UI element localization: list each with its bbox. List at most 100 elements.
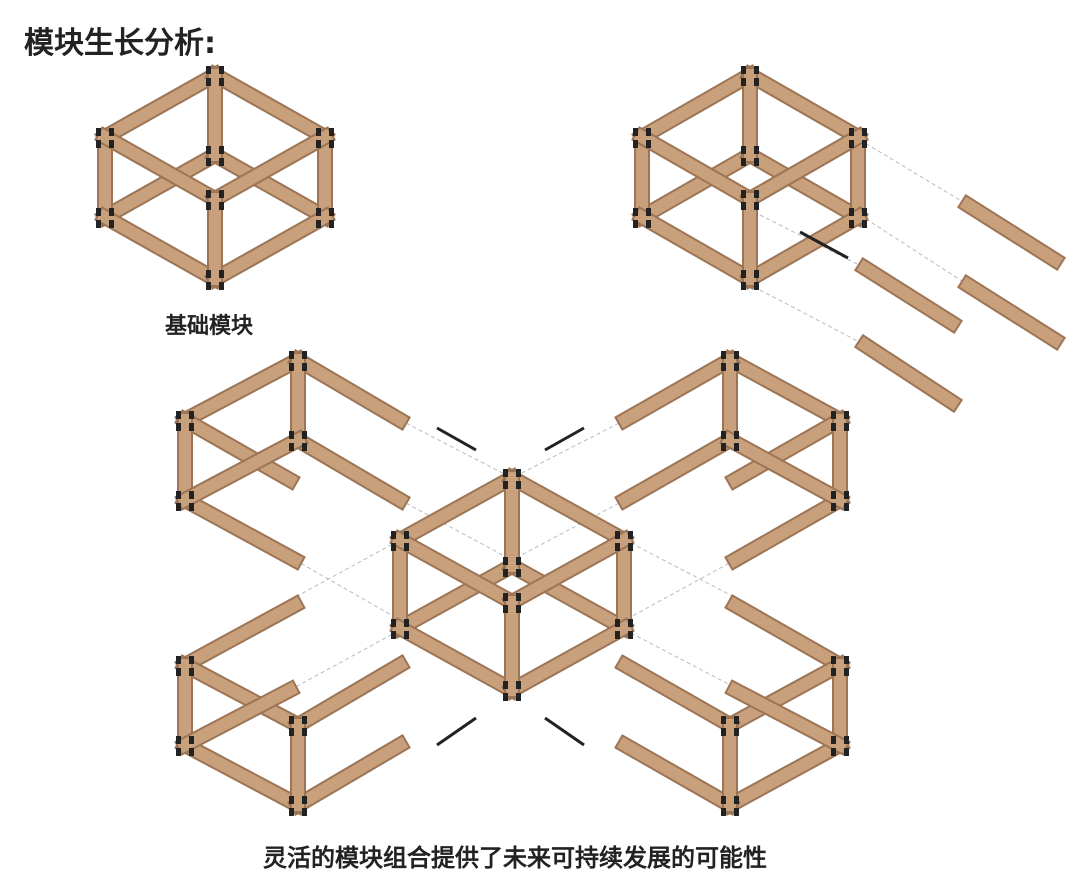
connector-icon xyxy=(734,728,739,736)
connector-icon xyxy=(734,351,739,359)
beam xyxy=(391,619,521,699)
connector-icon xyxy=(404,531,409,539)
connector-icon xyxy=(741,270,746,278)
basic-module-caption: 基础模块 xyxy=(165,314,254,339)
beam xyxy=(503,469,633,549)
connector-icon xyxy=(615,631,620,639)
connector-icon xyxy=(302,351,307,359)
connector-icon xyxy=(219,190,224,198)
connector-icon xyxy=(831,736,836,744)
connector-icon xyxy=(628,543,633,551)
connector-icon xyxy=(206,190,211,198)
guide-line xyxy=(624,559,736,621)
connector-icon xyxy=(734,443,739,451)
connector-icon xyxy=(754,190,759,198)
guide-line xyxy=(289,539,401,601)
connector-icon xyxy=(189,491,194,499)
connector-icon xyxy=(96,208,101,216)
connector-icon xyxy=(189,656,194,664)
connector-icon xyxy=(302,808,307,816)
guide-line xyxy=(624,629,741,691)
connector-icon xyxy=(176,668,181,676)
connector-icon xyxy=(109,208,114,216)
connector-icon xyxy=(316,208,321,216)
connector-icon xyxy=(503,593,508,601)
connector-icon xyxy=(849,220,854,228)
connector-icon xyxy=(329,140,334,148)
guide-line xyxy=(399,419,513,479)
beam xyxy=(741,128,867,208)
connector-icon xyxy=(189,423,194,431)
connector-icon xyxy=(721,796,726,804)
connector-icon xyxy=(628,619,633,627)
connector-icon xyxy=(189,736,194,744)
beam xyxy=(616,351,739,429)
connector-icon xyxy=(862,128,867,136)
connector-icon xyxy=(721,728,726,736)
connector-icon xyxy=(316,220,321,228)
connector-icon xyxy=(831,411,836,419)
connector-icon xyxy=(849,208,854,216)
beam xyxy=(289,431,409,509)
guide-line xyxy=(759,289,866,346)
connector-icon xyxy=(503,681,508,689)
beam xyxy=(633,146,759,226)
connector-icon xyxy=(289,351,294,359)
connector-icon xyxy=(206,282,211,290)
beam xyxy=(96,146,224,226)
beam xyxy=(503,531,633,611)
beam xyxy=(741,66,867,146)
connector-icon xyxy=(206,270,211,278)
connector-icon xyxy=(189,748,194,756)
arrow-icon xyxy=(544,426,585,452)
connector-icon xyxy=(302,431,307,439)
connector-icon xyxy=(721,443,726,451)
beam xyxy=(96,128,224,208)
guide-line xyxy=(511,419,626,479)
beam xyxy=(289,351,409,429)
connector-icon xyxy=(391,531,396,539)
connector-icon xyxy=(844,748,849,756)
connector-icon xyxy=(734,431,739,439)
beam xyxy=(176,411,299,489)
beam xyxy=(959,276,1064,349)
connector-icon xyxy=(302,443,307,451)
beam xyxy=(741,146,867,226)
connector-icon xyxy=(633,208,638,216)
connector-icon xyxy=(721,808,726,816)
beam xyxy=(616,736,739,814)
connector-icon xyxy=(316,128,321,136)
beam xyxy=(289,656,409,734)
connector-icon xyxy=(741,190,746,198)
connector-icon xyxy=(849,140,854,148)
connector-icon xyxy=(391,619,396,627)
beam xyxy=(633,128,759,208)
connector-icon xyxy=(516,469,521,477)
beam xyxy=(726,596,849,674)
connector-icon xyxy=(219,158,224,166)
connector-icon xyxy=(289,716,294,724)
beam xyxy=(503,619,633,699)
connector-icon xyxy=(302,796,307,804)
connector-icon xyxy=(404,631,409,639)
connector-icon xyxy=(721,431,726,439)
connector-icon xyxy=(516,593,521,601)
connector-icon xyxy=(734,363,739,371)
connector-icon xyxy=(646,128,651,136)
connector-icon xyxy=(754,158,759,166)
connector-icon xyxy=(516,569,521,577)
connector-icon xyxy=(503,481,508,489)
connector-icon xyxy=(754,146,759,154)
connector-icon xyxy=(615,543,620,551)
connector-icon xyxy=(404,543,409,551)
connector-icon xyxy=(289,808,294,816)
connector-icon xyxy=(721,351,726,359)
connector-icon xyxy=(754,282,759,290)
connector-icon xyxy=(109,128,114,136)
guide-line xyxy=(859,139,969,206)
connector-icon xyxy=(741,146,746,154)
connector-icon xyxy=(633,128,638,136)
connector-icon xyxy=(831,423,836,431)
connector-icon xyxy=(862,220,867,228)
